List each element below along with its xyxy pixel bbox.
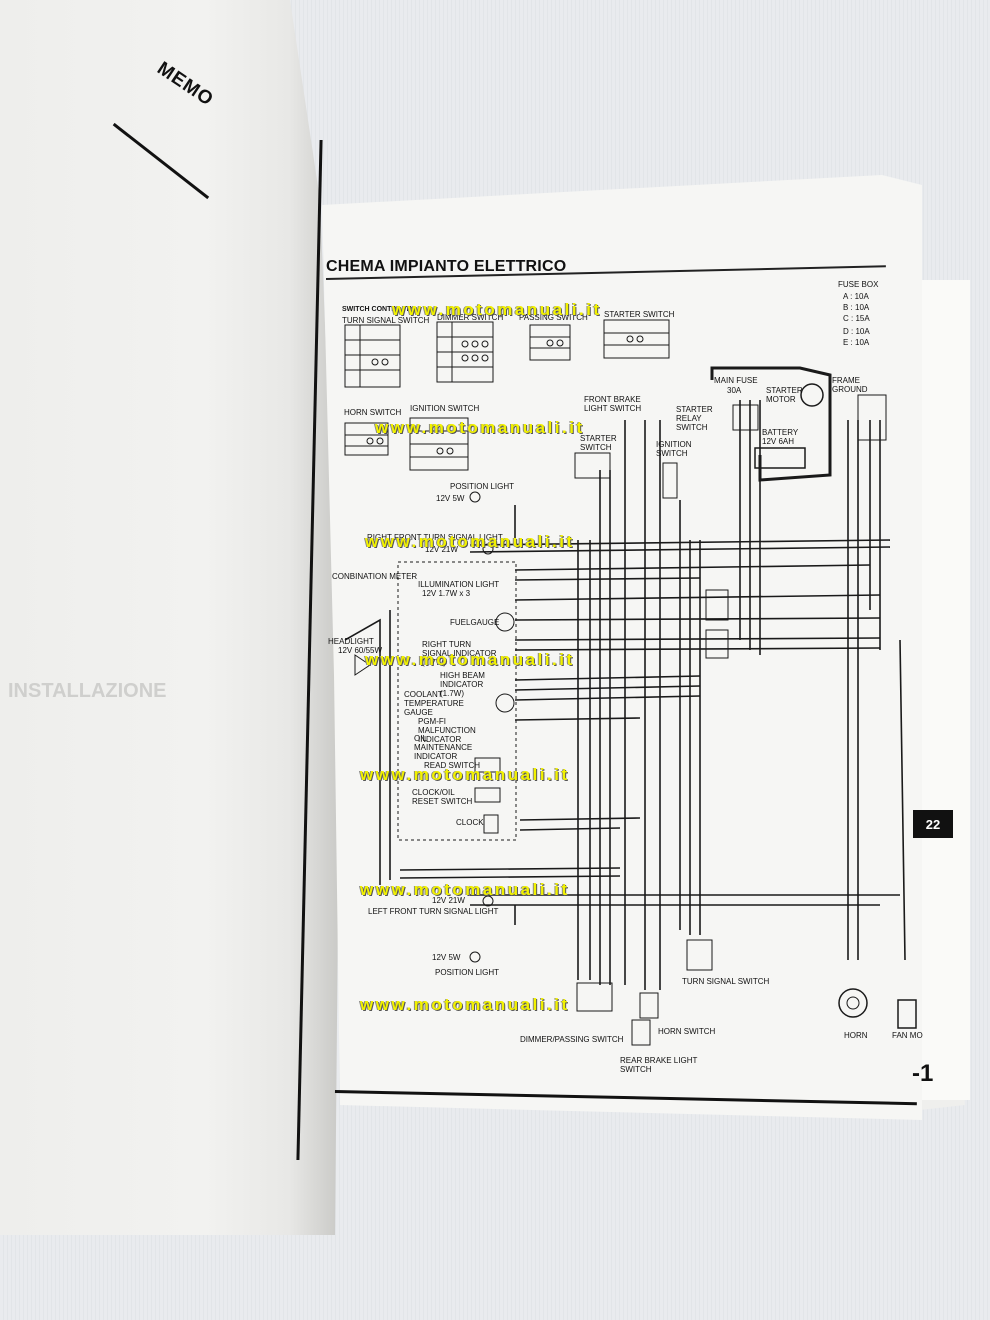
label-horn: HORN — [844, 1031, 868, 1040]
label-illumination: ILLUMINATION LIGHT — [418, 580, 500, 589]
page-stack-edge-inner — [915, 280, 970, 1100]
label-fan-motor: FAN MO — [892, 1031, 923, 1040]
label-position-light-bottom-rating: 12V 5W — [432, 953, 461, 962]
section-tab: 22 — [913, 810, 953, 838]
passing-table — [529, 324, 571, 361]
headlight-symbol — [354, 654, 371, 676]
label-oil-maintenance: OIL MAINTENANCE INDICATOR — [414, 734, 473, 761]
label-left-front-turn-rating: 12V 21W — [432, 896, 465, 905]
label-read-switch: READ SWITCH — [424, 761, 480, 770]
starter-table — [603, 319, 670, 359]
turn-signal-table — [344, 324, 401, 388]
label-right-front-turn-rating: 12V 21W — [425, 545, 458, 554]
coolant-gauge-symbol — [495, 693, 515, 713]
watermark-5: www.motomanuali.it — [360, 765, 570, 784]
watermark-1: www.motomanuali.it — [392, 300, 602, 319]
ghost-heading: INSTALLAZIONE — [8, 680, 167, 702]
label-headlight: HEADLIGHT — [328, 637, 374, 646]
horn-symbol — [838, 988, 868, 1018]
label-starter-switch: STARTER SWITCH — [580, 434, 617, 452]
label-clock: CLOCK — [456, 818, 484, 827]
watermark-2: www.motomanuali.it — [375, 418, 585, 437]
label-main-fuse-rating: 30A — [727, 386, 742, 395]
label-starter-relay: STARTER RELAY SWITCH — [676, 405, 713, 432]
label-horn-switch-table: HORN SWITCH — [344, 408, 402, 417]
page-number: -1 — [912, 1060, 934, 1087]
label-illumination-rating: 12V 1.7W x 3 — [422, 589, 471, 598]
label-battery: BATTERY — [762, 428, 799, 437]
watermark-3: www.motomanuali.it — [365, 532, 575, 551]
fuse-b: B : 10A — [843, 303, 870, 312]
label-left-front-turn: LEFT FRONT TURN SIGNAL LIGHT — [368, 907, 499, 916]
fuse-e: E : 10A — [843, 338, 870, 347]
label-position-light-top: POSITION LIGHT — [450, 482, 515, 491]
label-frame-ground: FRAME GROUND — [832, 376, 868, 394]
label-pgm-fi: PGM-FI MALFUNCTION INDICATOR — [418, 717, 476, 744]
diagram-title: CHEMA IMPIANTO ELETTRICO — [326, 258, 567, 275]
label-passing-switch: PASSING SWITCH — [519, 313, 588, 322]
starter-motor-symbol — [800, 383, 824, 407]
starter-relay-symbol — [732, 404, 759, 431]
battery-symbol — [754, 447, 806, 469]
watermark-7: www.motomanuali.it — [360, 995, 570, 1014]
label-dimmer-switch: DIMMER SWITCH — [437, 313, 504, 322]
label-battery-rating: 12V 6AH — [762, 437, 795, 446]
label-position-light-bottom: POSITION LIGHT — [435, 968, 500, 977]
fan-motor-symbol — [897, 999, 917, 1029]
fuse-a: A : 10A — [843, 292, 869, 301]
watermark-6: www.motomanuali.it — [360, 880, 570, 899]
label-headlight-rating: 12V 60/55W — [338, 646, 383, 655]
label-clock-reset: CLOCK/OIL RESET SWITCH — [412, 788, 473, 806]
label-starter-motor: STARTER MOTOR — [766, 386, 803, 404]
fuse-box-heading: FUSE BOX — [838, 280, 879, 289]
label-rear-brake: REAR BRAKE LIGHT SWITCH — [620, 1056, 698, 1074]
horn-table — [344, 422, 389, 456]
label-front-brake-switch: FRONT BRAKE LIGHT SWITCH — [584, 395, 642, 413]
label-high-beam: HIGH BEAM INDICATOR (1.7W) — [440, 671, 485, 698]
label-horn-switch-bottom: HORN SWITCH — [658, 1027, 716, 1036]
label-position-light-top-rating: 12V 5W — [436, 494, 465, 503]
label-turn-signal-switch: TURN SIGNAL SWITCH — [342, 316, 430, 325]
switch-continuity-heading: SWITCH CONTINUITY — [342, 306, 415, 313]
label-turn-signal-switch-bottom: TURN SIGNAL SWITCH — [682, 977, 770, 986]
label-ignition-switch-table: IGNITION SWITCH — [410, 404, 480, 413]
watermark-4: www.motomanuali.it — [365, 650, 575, 669]
label-right-front-turn: RIGHT FRONT TURN SIGNAL LIGHT — [367, 533, 503, 542]
label-ignition-switch: IGNITION SWITCH — [656, 440, 692, 458]
fuel-gauge-symbol — [495, 612, 515, 632]
label-fuel-gauge: FUELGAUGE — [450, 618, 500, 627]
label-coolant-gauge: COOLANT TEMPERATURE GAUGE — [404, 690, 464, 717]
label-right-turn-indicator: RIGHT TURN SIGNAL INDICATOR (1.7W) — [422, 640, 497, 667]
label-main-fuse: MAIN FUSE — [714, 376, 758, 385]
fuse-c: C : 15A — [843, 314, 870, 323]
left-page — [0, 0, 340, 1235]
fuse-d: D : 10A — [843, 327, 870, 336]
label-combination-meter: CONBINATION METER — [332, 572, 418, 581]
label-starter-switch-table: STARTER SWITCH — [604, 310, 675, 319]
label-dimmer-passing: DIMMER/PASSING SWITCH — [520, 1035, 624, 1044]
